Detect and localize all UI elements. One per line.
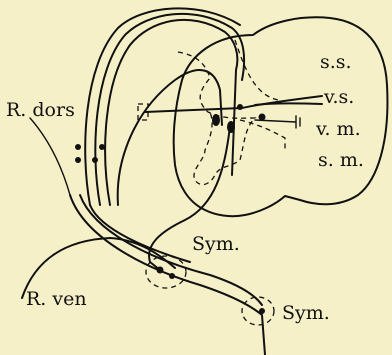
label-sm: s. m. (318, 149, 364, 171)
dorsal-ganglion-cell-1 (75, 144, 81, 150)
neuron-body-6 (169, 273, 175, 279)
label-sym-2: Sym. (282, 302, 330, 324)
r-dors-leader (30, 118, 70, 195)
nerve-trunk-3 (90, 205, 190, 262)
label-sym-1: Sym. (192, 233, 240, 255)
gray-matter-dashed (178, 40, 278, 185)
nerve-fiber-ventral-1 (118, 70, 222, 205)
neuron-body-2 (227, 121, 235, 133)
label-vm: v. m. (315, 118, 361, 140)
spinal-cord-outline (174, 17, 388, 216)
dorsal-ganglion-cell-2 (75, 157, 81, 163)
neuron-body-4 (237, 104, 243, 110)
dashed-commissure (240, 120, 285, 150)
neuron-body-5 (157, 267, 164, 274)
neuron-body-1 (212, 114, 220, 126)
label-vs: v.s. (323, 86, 354, 108)
dorsal-ganglion-cell-4 (92, 157, 98, 163)
label-r-dors: R. dors (6, 99, 75, 121)
neuron-body-7 (259, 308, 265, 314)
nerve-fiber-outer-1 (105, 20, 237, 205)
dorsal-ganglion-cell-3 (99, 144, 105, 150)
label-r-ven: R. ven (26, 288, 87, 310)
label-ss: s.s. (320, 51, 352, 73)
fiber-to-vs-2 (255, 103, 322, 105)
neuron-body-3 (259, 114, 266, 121)
